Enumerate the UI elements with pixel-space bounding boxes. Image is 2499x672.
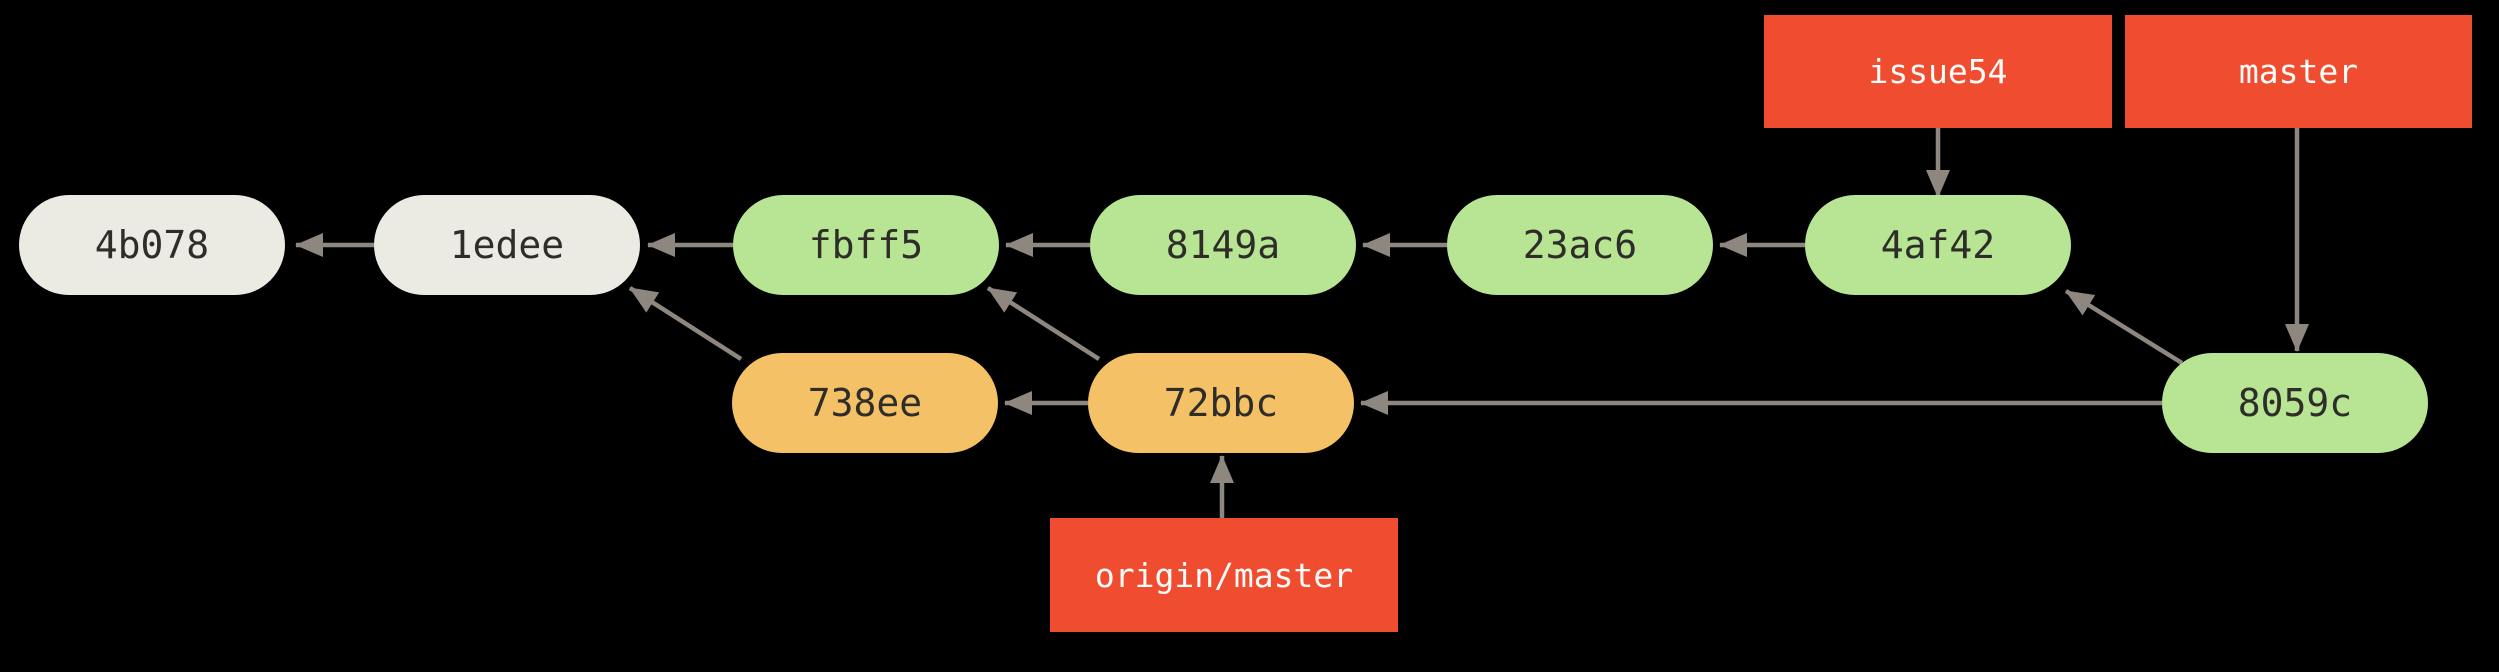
branch-label-issue54: issue54 <box>1764 15 2112 128</box>
branch-name: origin/master <box>1094 555 1354 595</box>
commit-node-1edee: 1edee <box>374 195 640 295</box>
edge-72bbc-to-fbff5 <box>986 286 1101 361</box>
commit-hash: fbff5 <box>808 223 924 267</box>
commit-node-fbff5: fbff5 <box>733 195 999 295</box>
commit-hash: 23ac6 <box>1522 223 1638 267</box>
branch-name: master <box>2238 52 2359 91</box>
commit-hash: 8059c <box>2237 381 2353 425</box>
branch-label-origin-master: origin/master <box>1050 518 1398 632</box>
commit-hash: 4b078 <box>94 223 210 267</box>
commit-hash: 738ee <box>807 381 923 425</box>
commit-node-8059c: 8059c <box>2162 353 2428 453</box>
commit-hash: 8149a <box>1165 223 1281 267</box>
branch-label-master: master <box>2125 15 2472 128</box>
commit-hash: 72bbc <box>1163 381 1279 425</box>
edge-738ee-to-1edee <box>628 286 743 361</box>
branch-name: issue54 <box>1868 52 2008 91</box>
commit-node-72bbc: 72bbc <box>1088 353 1354 453</box>
commit-hash: 1edee <box>449 223 565 267</box>
commit-node-738ee: 738ee <box>732 353 998 453</box>
commit-node-23ac6: 23ac6 <box>1447 195 1713 295</box>
commit-node-8149a: 8149a <box>1090 195 1356 295</box>
commit-node-4b078: 4b078 <box>19 195 285 295</box>
edge-8059c-to-4af42 <box>2064 289 2184 365</box>
commit-hash: 4af42 <box>1880 223 1996 267</box>
commit-node-4af42: 4af42 <box>1805 195 2071 295</box>
